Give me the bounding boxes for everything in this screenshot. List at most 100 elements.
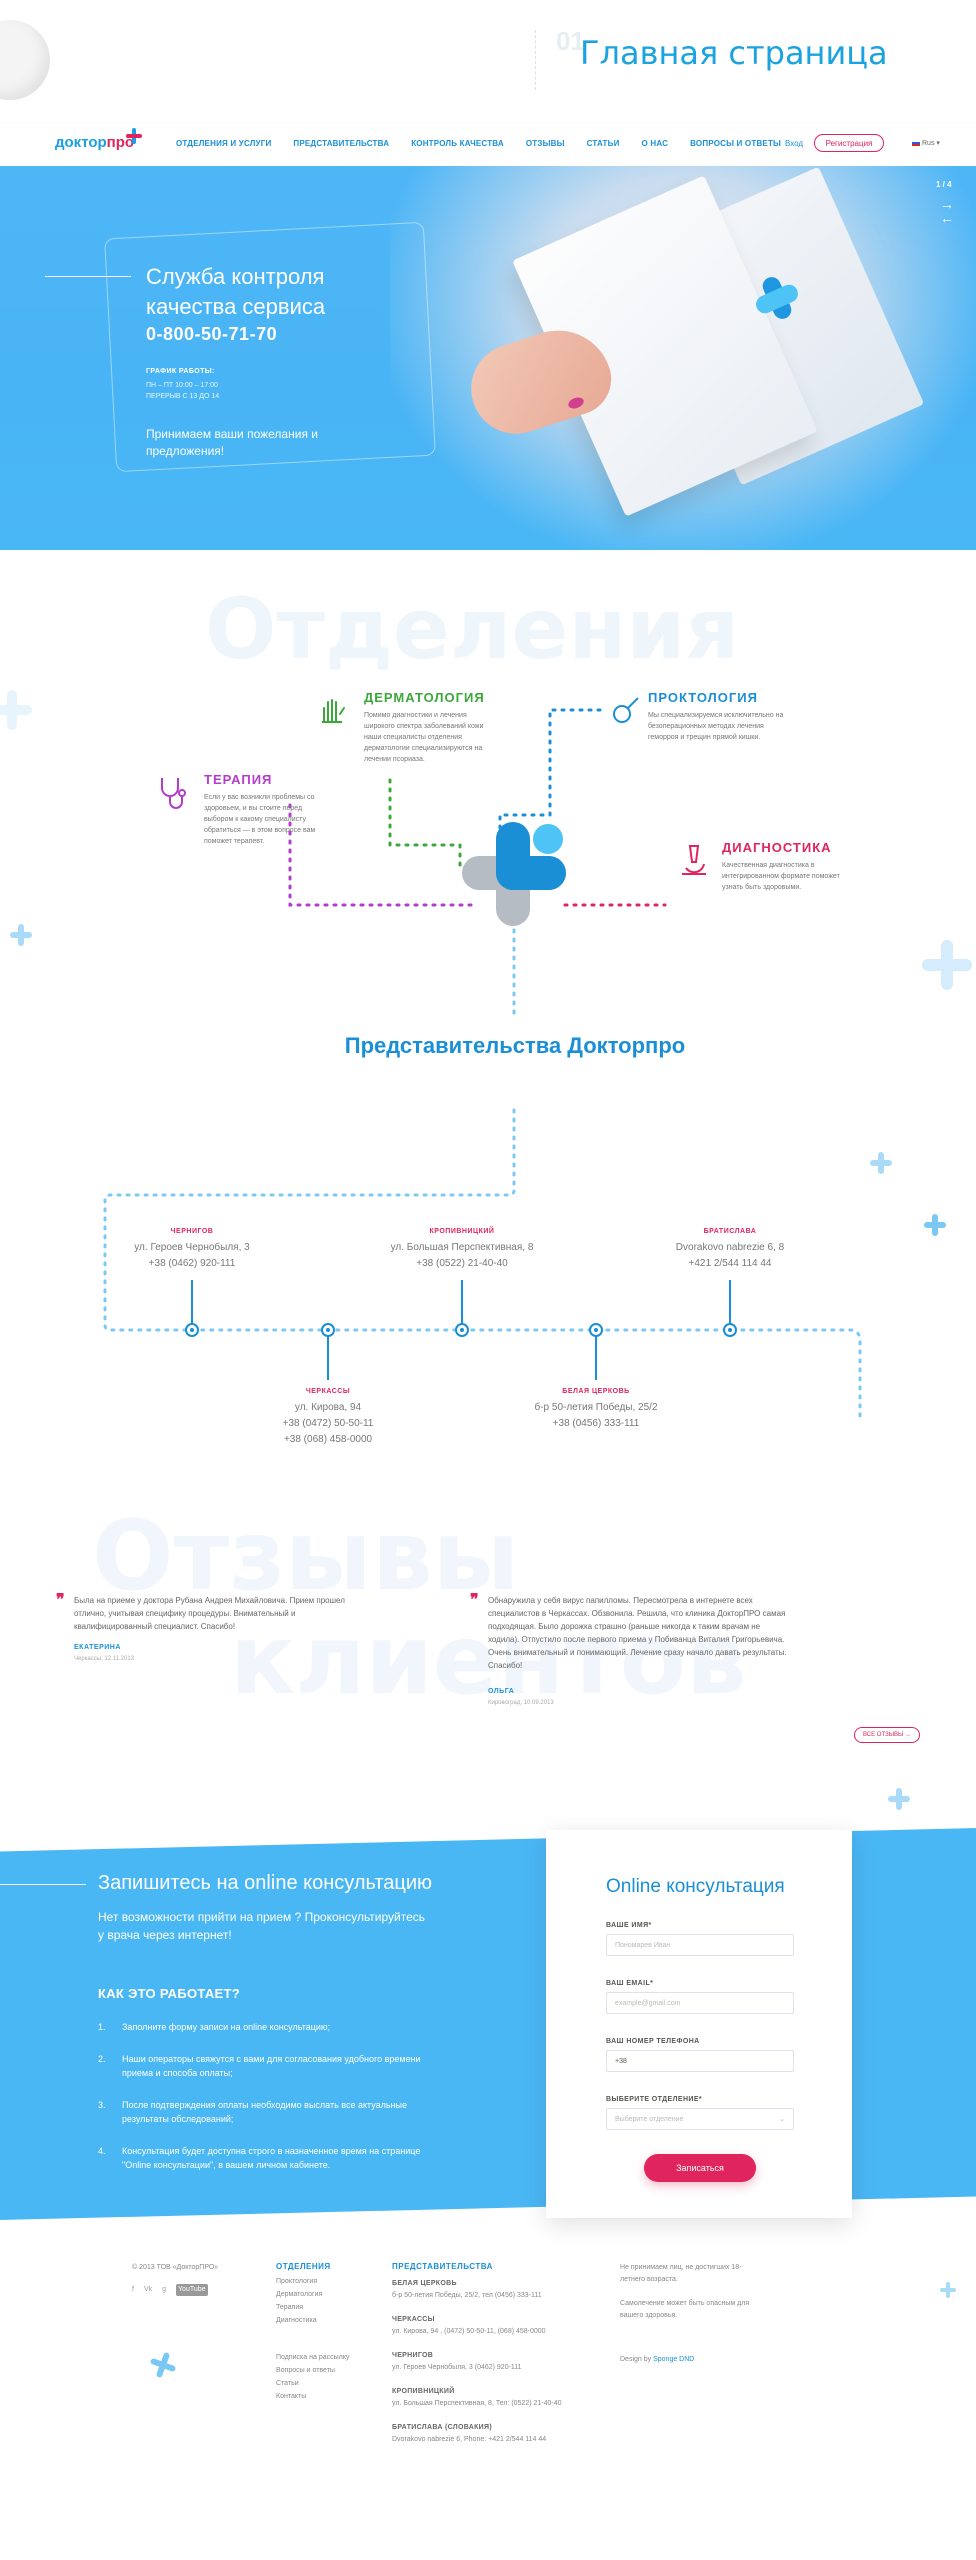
footer-address: ул. Кирова, 94 , (0472) 50-50-11, (068) … xyxy=(392,2328,546,2335)
email-label: ВАШ EMAIL* xyxy=(606,1980,654,1987)
how-it-works-heading: КАК ЭТО РАБОТАЕТ? xyxy=(98,1986,240,2001)
email-input[interactable]: example@gmail.com xyxy=(606,1992,794,2014)
footer-link[interactable]: Статьи xyxy=(276,2380,299,2387)
footer-link[interactable]: Подписка на рассылку xyxy=(276,2354,350,2361)
footer-link[interactable]: Терапия xyxy=(276,2304,304,2311)
address-phone[interactable]: +38 (0456) 333-111 xyxy=(552,1418,640,1429)
form-title: Online консультация xyxy=(606,1876,785,1897)
submit-button[interactable]: Записаться xyxy=(644,2154,756,2182)
consult-subtitle: Нет возможности прийти на прием ? Прокон… xyxy=(98,1910,426,1942)
phone-input[interactable]: +38 xyxy=(606,2050,794,2072)
address-phone[interactable]: +38 (0522) 21-40-40 xyxy=(416,1258,508,1269)
footer-link[interactable]: Диагностика xyxy=(276,2317,317,2324)
step-number: 1. xyxy=(98,2022,106,2032)
review-meta: Кировоград, 10.09.2013 xyxy=(488,1700,554,1706)
nav-about[interactable]: О НАС xyxy=(641,139,669,148)
quote-icon: ❞ xyxy=(56,1592,65,1609)
city-name: КРОПИВНИЦКИЙ xyxy=(429,1228,495,1235)
footer-link[interactable]: Проктология xyxy=(276,2278,318,2285)
logo-main: доктор xyxy=(55,134,107,151)
reviews-ghost-heading: клиентов xyxy=(230,1604,747,1716)
footer-link[interactable]: Контакты xyxy=(276,2393,307,2400)
prev-arrow-icon[interactable]: ← xyxy=(940,210,954,226)
reviews-ghost-heading: Отзывы xyxy=(92,1500,520,1612)
next-arrow-icon[interactable]: → xyxy=(940,196,954,212)
step-number: 3. xyxy=(98,2100,106,2110)
department-title[interactable]: ДИАГНОСТИКА xyxy=(722,840,832,855)
plus-decor-icon xyxy=(870,1152,892,1174)
chevron-down-icon: ⌄ xyxy=(779,2116,785,2123)
footer-address: ул. Большая Перспективная, 8, Тел: (0522… xyxy=(392,2400,562,2407)
nav-quality-control[interactable]: КОНТРОЛЬ КАЧЕСТВА xyxy=(411,139,504,148)
hero-subtitle: Принимаем ваши пожелания и предложения! xyxy=(146,427,318,458)
google-icon[interactable]: g xyxy=(162,2286,167,2293)
footer-link[interactable]: Вопросы и ответы xyxy=(276,2367,335,2374)
department-title[interactable]: ПРОКТОЛОГИЯ xyxy=(648,690,758,705)
main-nav: ОТДЕЛЕНИЯ И УСЛУГИ ПРЕДСТАВИТЕЛЬСТВА КОН… xyxy=(176,139,803,148)
consult-line xyxy=(0,1884,86,1885)
schedule: ПН – ПТ 10:00 – 17:00 ПЕРЕРЫВ С 13 ДО 14 xyxy=(146,380,219,402)
footer-city: ЧЕРКАССЫ xyxy=(392,2316,435,2323)
footer-note: Не принимаем лиц, не достигших 18-летнег… xyxy=(620,2264,742,2283)
departments-ghost-heading: Отделения xyxy=(205,580,740,678)
footer-address: Dvorakovo nabrezie 6, Phone: +421 2/544 … xyxy=(392,2436,547,2443)
facebook-icon[interactable]: f xyxy=(132,2286,134,2293)
login-link[interactable]: Вход xyxy=(785,139,804,148)
review-author: ЕКАТЕРИНА xyxy=(74,1644,121,1651)
city-name: ЧЕРКАССЫ xyxy=(305,1388,351,1395)
plus-decor-icon xyxy=(888,1788,910,1810)
hero-line xyxy=(45,276,131,277)
schedule-line: ПН – ПТ 10:00 – 17:00 xyxy=(146,382,218,389)
logo-plus-icon xyxy=(126,128,142,144)
logo[interactable]: докторпро xyxy=(55,134,134,151)
center-cross-icon xyxy=(462,822,566,926)
footer-city: БЕЛАЯ ЦЕРКОВЬ xyxy=(392,2280,457,2287)
name-input[interactable]: Пономарев Иван xyxy=(606,1934,794,1956)
design-link[interactable]: Sponge DND xyxy=(653,2356,695,2363)
department-text: Мы специализируемся исключительно на без… xyxy=(648,712,784,741)
address-phone[interactable]: +421 2/544 114 44 xyxy=(688,1258,772,1269)
department-title[interactable]: ДЕРМАТОЛОГИЯ xyxy=(364,690,485,705)
address-line: ул. Большая Перспективная, 8 xyxy=(390,1242,534,1253)
nav-departments[interactable]: ОТДЕЛЕНИЯ И УСЛУГИ xyxy=(176,139,272,148)
city-address: ул. Кирова, 94 +38 (0472) 50-50-11 +38 (06… xyxy=(248,1400,408,1448)
nav-reviews[interactable]: ОТЗЫВЫ xyxy=(525,139,565,148)
youtube-icon[interactable]: YouTube xyxy=(176,2284,208,2296)
address-phone[interactable]: +38 (0462) 920-111 xyxy=(148,1258,236,1269)
step-text: Консультация будет доступна строго в наз… xyxy=(122,2146,421,2170)
divider xyxy=(535,30,536,90)
footer-representations-heading: ПРЕДСТАВИТЕЛЬСТВА xyxy=(392,2262,493,2271)
plus-decor-icon xyxy=(0,690,32,730)
register-button[interactable]: Регистрация xyxy=(814,134,884,152)
address-line: ул. Кирова, 94 xyxy=(294,1402,362,1413)
design-prefix: Design by xyxy=(620,2356,652,2363)
address-line: ул. Героев Чернобыля, 3 xyxy=(134,1242,250,1253)
social-links: f Vk g YouTube xyxy=(132,2284,208,2296)
schedule-line: ПЕРЕРЫВ С 13 ДО 14 xyxy=(146,393,220,400)
department-text: Качественная диагностика в интегрированн… xyxy=(722,862,840,891)
all-reviews-button[interactable]: ВСЕ ОТЗЫВЫ → xyxy=(854,1727,920,1743)
nav-articles[interactable]: СТАТЬИ xyxy=(586,139,620,148)
address-phone[interactable]: +38 (068) 458-0000 xyxy=(283,1434,373,1445)
representations-map-line xyxy=(103,1108,862,1422)
hero-phone[interactable]: 0-800-50-71-70 xyxy=(146,324,278,344)
nav-faq[interactable]: ВОПРОСЫ И ОТВЕТЫ xyxy=(690,139,782,148)
footer-link[interactable]: Дерматология xyxy=(276,2291,323,2298)
footer-address: б-р 50-летия Победы, 25/2, тел (0456) 33… xyxy=(392,2292,542,2299)
language-select[interactable]: Rus ▾ xyxy=(912,139,940,147)
department-select[interactable]: Выберите отделение⌄ xyxy=(606,2108,794,2130)
name-label: ВАШЕ ИМЯ* xyxy=(606,1922,652,1929)
nav-representations[interactable]: ПРЕДСТАВИТЕЛЬСТВА xyxy=(293,139,390,148)
consult-form: Online консультация ВАШЕ ИМЯ* Пономарев … xyxy=(546,1830,852,2218)
departments-connector xyxy=(288,708,667,1022)
footer-note: Самолечение может быть опасным для вашег… xyxy=(620,2300,750,2319)
logo-accent: про xyxy=(106,134,135,151)
address-phone[interactable]: +38 (0472) 50-50-11 xyxy=(282,1418,374,1429)
vk-icon[interactable]: Vk xyxy=(143,2286,153,2293)
department-title[interactable]: ТЕРАПИЯ xyxy=(204,772,273,787)
footer-city: КРОПИВНИЦКИЙ xyxy=(392,2388,455,2395)
review-meta: Черкассы, 12.11.2013 xyxy=(74,1656,134,1662)
plus-decor-icon xyxy=(10,924,32,946)
pill-icon xyxy=(0,20,50,100)
